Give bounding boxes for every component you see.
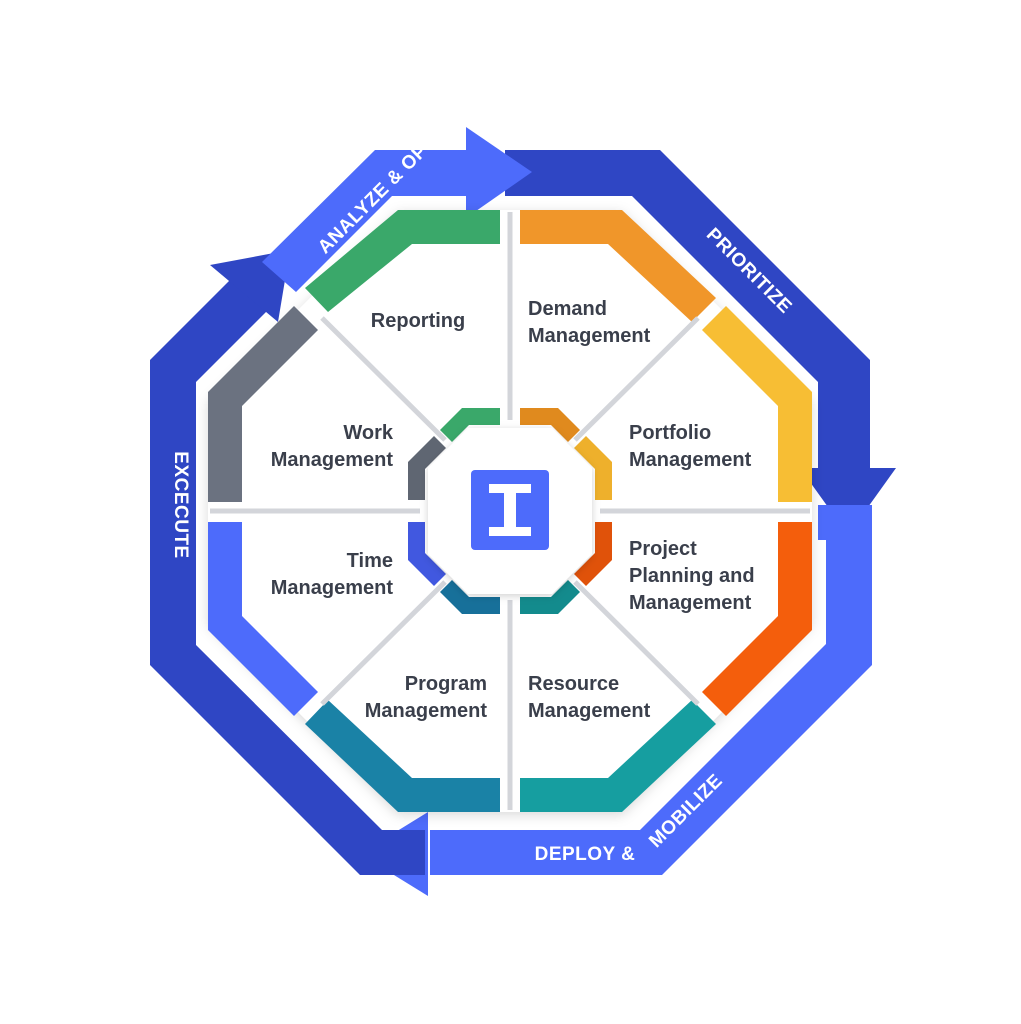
label-line: Management [629, 592, 752, 614]
center-logo [471, 470, 549, 550]
rim-reporting [305, 210, 500, 312]
band-right-lower [540, 505, 872, 875]
label-line: Work [343, 422, 394, 444]
inner-rim-demand [520, 408, 580, 442]
label-line: Management [365, 700, 488, 722]
inner-rim-work [408, 436, 446, 500]
logo-i-stem [504, 490, 516, 530]
label-line: Management [271, 449, 394, 471]
label-reporting: Reporting [371, 310, 465, 332]
label-line: Resource [528, 673, 619, 695]
rim-segments [208, 210, 812, 812]
inner-rim-time [408, 522, 446, 586]
label-line: Program [405, 673, 487, 695]
inner-rim-resource [520, 580, 580, 614]
label-line: Project [629, 538, 697, 560]
rim-project [702, 522, 812, 716]
rim-resource [520, 700, 716, 812]
rim-program [305, 700, 500, 812]
divider-top-left [320, 316, 447, 442]
rim-demand [520, 210, 716, 322]
inner-rim-project [574, 522, 612, 586]
label-line: Time [347, 550, 393, 572]
label-line: Management [528, 325, 651, 347]
label-line: Portfolio [629, 422, 711, 444]
band-top-right [505, 150, 870, 470]
band-bottom [430, 830, 545, 875]
band-top-left [262, 150, 470, 292]
label-line: Management [629, 449, 752, 471]
inner-rim-portfolio [574, 436, 612, 500]
label-line: Management [528, 700, 651, 722]
logo-i-top [489, 484, 531, 493]
inner-octagon-rim [408, 408, 612, 614]
inner-rim-program [440, 580, 500, 614]
label-line: Planning and [629, 565, 755, 587]
divider-top-right [573, 316, 700, 442]
rim-time [208, 522, 318, 716]
outer-cycle-band [150, 127, 896, 896]
dividers [210, 212, 810, 810]
inner-rim-reporting [440, 408, 500, 442]
logo-i-bottom [489, 527, 531, 536]
label-deploy: DEPLOY & [535, 844, 636, 865]
rim-portfolio [702, 306, 812, 502]
rim-work [208, 306, 318, 502]
label-line: Reporting [371, 310, 465, 332]
analyze-arrowhead [466, 127, 532, 218]
prioritize-arrowhead [800, 468, 896, 535]
divider-bottom-left [320, 580, 447, 706]
divider-bottom-right [573, 580, 700, 706]
band-left [150, 262, 425, 875]
label-execute: EXCECUTE [170, 451, 191, 558]
label-line: Demand [528, 298, 607, 320]
label-line: Management [271, 577, 394, 599]
